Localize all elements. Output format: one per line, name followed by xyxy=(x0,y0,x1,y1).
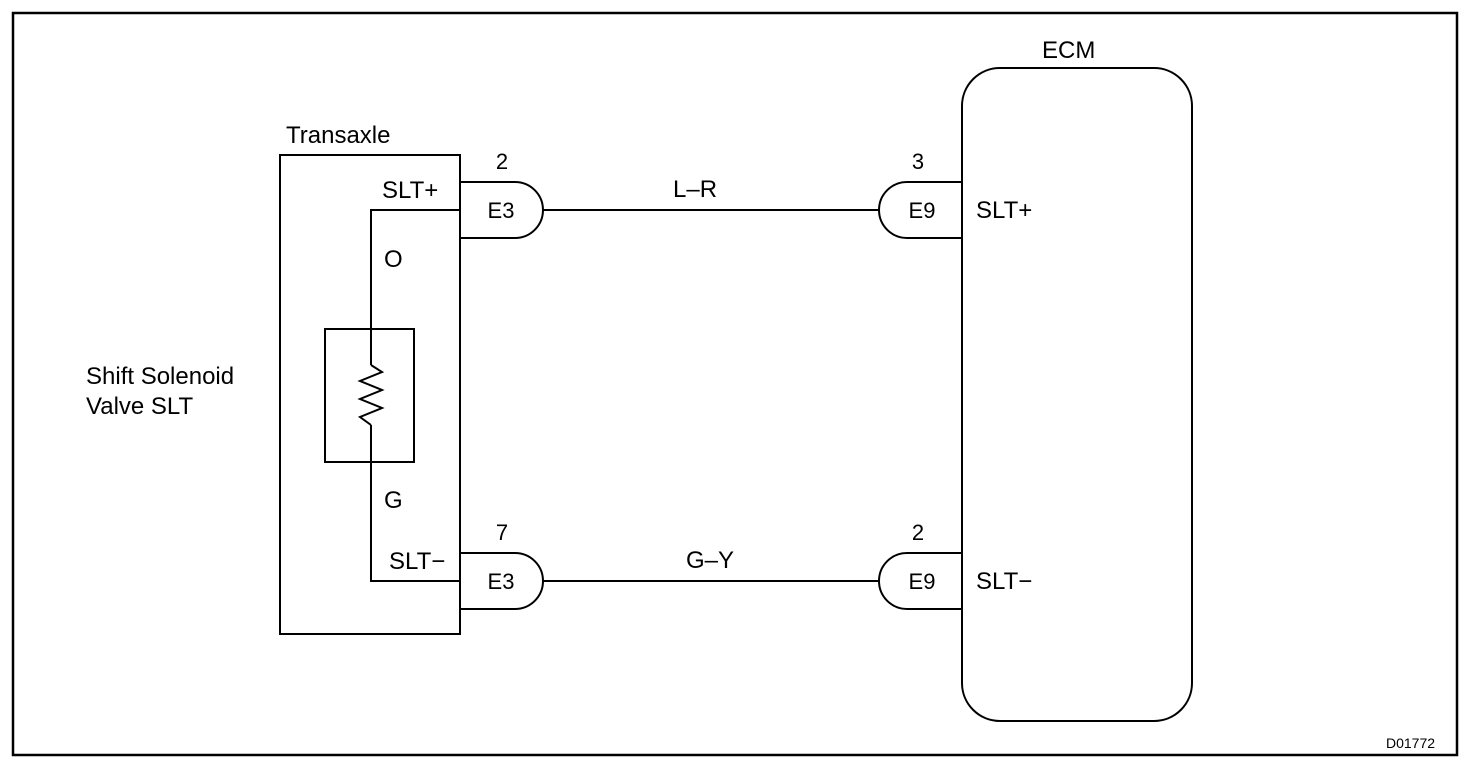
connector-e9-bottom xyxy=(878,552,963,610)
connector-e3-bottom xyxy=(459,552,544,610)
connector-e9-top xyxy=(878,181,963,239)
harness-wire-color-top: L–R xyxy=(673,176,717,203)
transaxle-terminal-slt-plus: SLT+ xyxy=(382,177,438,204)
solenoid-label-line2: Valve SLT xyxy=(86,393,193,420)
connector-e9-bottom-pin: 2 xyxy=(912,520,924,545)
internal-wire-color-bottom: G xyxy=(384,487,403,514)
internal-wire-bottom xyxy=(370,425,460,582)
transaxle-terminal-slt-minus: SLT− xyxy=(389,548,445,575)
connector-e3-bottom-id: E3 xyxy=(488,569,515,594)
drawing-code: D01772 xyxy=(1386,735,1435,751)
harness-wire-color-bottom: G–Y xyxy=(686,547,734,574)
internal-wire-top xyxy=(370,209,460,365)
transaxle-label: Transaxle xyxy=(286,122,390,149)
ecm-box xyxy=(961,67,1193,722)
resistor-icon xyxy=(357,364,385,426)
solenoid-component-box xyxy=(324,328,415,463)
ecm-terminal-slt-minus: SLT− xyxy=(976,568,1032,595)
ecm-terminal-slt-plus: SLT+ xyxy=(976,197,1032,224)
connector-e3-bottom-pin: 7 xyxy=(496,520,508,545)
transaxle-box xyxy=(279,154,461,635)
ecm-label: ECM xyxy=(1042,37,1095,64)
internal-wire-color-top: O xyxy=(384,246,403,273)
solenoid-label-line1: Shift Solenoid xyxy=(86,363,234,390)
connector-e9-top-pin: 3 xyxy=(912,149,924,174)
connector-e3-top xyxy=(459,181,544,239)
connector-e3-top-id: E3 xyxy=(488,198,515,223)
diagram-frame xyxy=(11,11,1459,757)
connector-e3-top-pin: 2 xyxy=(496,149,508,174)
connector-e9-top-id: E9 xyxy=(909,198,936,223)
connector-e9-bottom-id: E9 xyxy=(909,569,936,594)
